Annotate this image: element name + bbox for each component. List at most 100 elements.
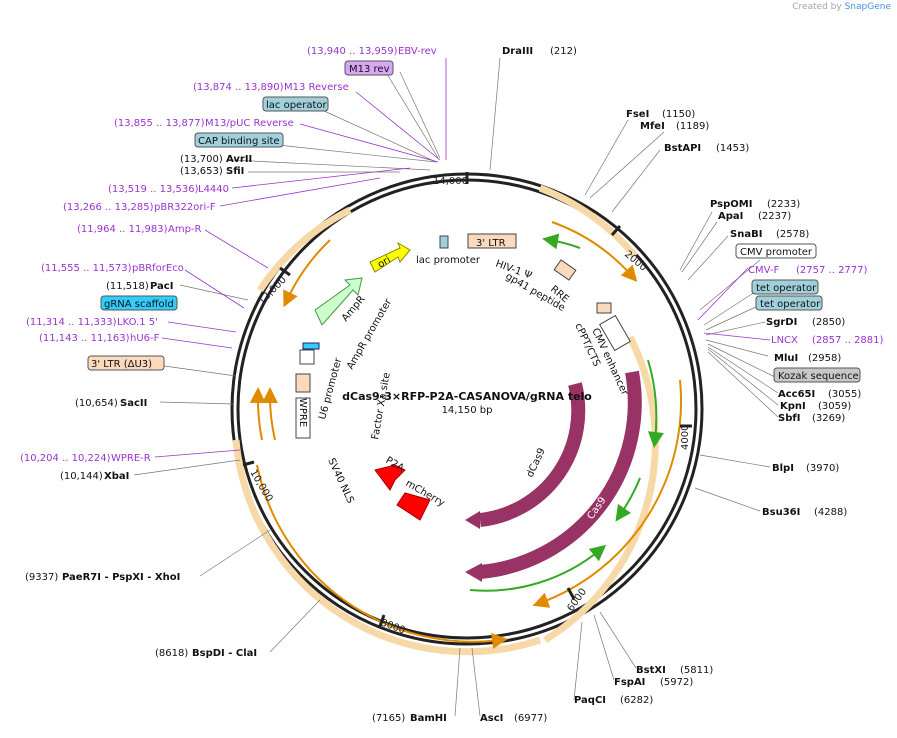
watermark-prefix: Created by [792,2,842,12]
site-name: SnaBI [730,229,762,240]
cppt-box [596,302,612,314]
site-name: MfeI [640,121,665,132]
site-pos: (2958) [808,353,841,364]
feature-arrow [283,239,331,308]
svg-text:14,000: 14,000 [433,176,468,187]
restriction-sites: DraIII (212) FseI (1150) MfeI (1189) Bst… [25,46,861,724]
site-pos: (13,653) [180,166,223,177]
site-name: PaeR7I - PspXI - XhoI [62,572,180,583]
site-name: FseI [626,109,649,120]
site-name: SbfI [778,413,800,424]
ltr-box [467,233,517,249]
primer-range: (11,555 .. 11,573) [41,263,132,274]
primer-range: (13,855 .. 13,877) [114,118,205,129]
feature-arc-orange [543,335,659,643]
cas9-arc [479,370,642,579]
site-name: BstAPI [664,143,701,154]
primer-range: (13,874 .. 13,890) [193,82,284,93]
site-pos: (3055) [828,389,861,400]
gRNA-box [302,342,320,350]
feature-arrow [532,379,683,608]
site-pos: (1453) [716,143,749,154]
boxed-label: CMV promoter [740,247,813,258]
primer-name: hU6-F [130,333,160,344]
primer-range: (13,940 .. 13,959) [307,46,398,57]
site-pos: (1189) [676,121,709,132]
site-name: DraIII [502,46,533,57]
site-name: SgrDI [766,317,797,328]
site-name: MluI [774,353,798,364]
site-pos: (13,700) [180,154,223,165]
site-pos: (6282) [620,695,653,706]
site-pos: (212) [550,46,577,57]
tick-marks [242,172,692,627]
primer-range: (13,519 .. 13,536) [108,184,199,195]
boxed-label: tet operator [756,283,817,294]
site-name: BamHI [410,713,447,724]
feature-label: 3' LTR [476,238,506,249]
ltr-arrow [551,221,638,282]
snapgene-logo-text: SnapGene [844,2,891,12]
site-pos: (3059) [818,401,851,412]
site-name: BlpI [772,463,794,474]
site-pos: (2850) [812,317,845,328]
site-pos: (8618) [155,648,188,659]
feature-arrow [469,544,607,592]
boxed-labels: M13 rev lac operator CAP binding site gR… [87,60,861,383]
site-pos: (2578) [776,229,809,240]
primer-range: (2857 .. 2881) [812,335,884,346]
site-pos: (10,144) [60,471,103,482]
primer-name: pBR322ori-F [154,202,216,213]
site-name: ApaI [718,211,743,222]
dcas9-arc [479,382,586,527]
plasmid-name: dCas9-3×RFP-P2A-CASANOVA/gRNA telo [342,390,592,403]
site-pos: (4288) [814,507,847,518]
svg-text:4000: 4000 [680,425,691,450]
primers: EBV-rev (13,940 .. 13,959) M13 Reverse (… [20,46,884,464]
primer-name: M13 Reverse [284,82,349,93]
site-name: Bsu36I [762,507,800,518]
feature-arrow [615,477,641,522]
boxed-label: tet operator [760,299,821,310]
site-name: PspOMI [710,199,752,210]
site-name: AscI [480,713,503,724]
boxed-label: 3' LTR (ΔU3) [91,359,152,370]
primer-range: (11,143 .. 11,163) [39,333,130,344]
primer-name: LKO.1 5' [117,317,158,328]
site-pos: (2233) [767,199,800,210]
wpre-box [295,397,311,439]
primer-range: (11,314 .. 11,333) [26,317,117,328]
primer-range: (2757 .. 2777) [796,265,868,276]
feature-label: WPRE [297,398,308,427]
lac-promoter-box [439,235,449,249]
site-name: BspDI - ClaI [192,648,257,659]
boxed-label: CAP binding site [198,136,280,147]
feature-label: dCas9 [525,446,548,479]
feature-label: Factor Xa site [370,372,393,441]
site-name: FspAI [614,677,645,688]
site-pos: (7165) [372,713,405,724]
primer-name: LNCX [771,335,798,346]
site-name: BstXI [636,665,666,676]
site-pos: (6977) [514,713,547,724]
primer-lines [154,58,771,458]
boxed-label: Kozak sequence [778,371,859,382]
site-name: Acc65I [778,389,815,400]
cas9-arrowhead [465,563,482,582]
feature-arc-orange [257,206,352,292]
primer-name: pBRforEco [132,263,184,274]
primer-range: (13,266 .. 13,285) [63,202,154,213]
cmv-box [599,314,631,352]
site-pos: (10,654) [75,398,118,409]
feature-arrow [249,387,266,441]
primer-name: EBV-rev [398,46,437,57]
boxed-label: lac operator [266,100,327,111]
feature-arrow [261,387,278,441]
mcherry-arrow [396,492,431,521]
primer-name: CMV-F [748,265,779,276]
primer-name: L4440 [198,184,229,195]
site-name: SacII [120,398,147,409]
feature-arc-orange [538,184,638,259]
boxed-label: M13 rev [349,64,390,75]
